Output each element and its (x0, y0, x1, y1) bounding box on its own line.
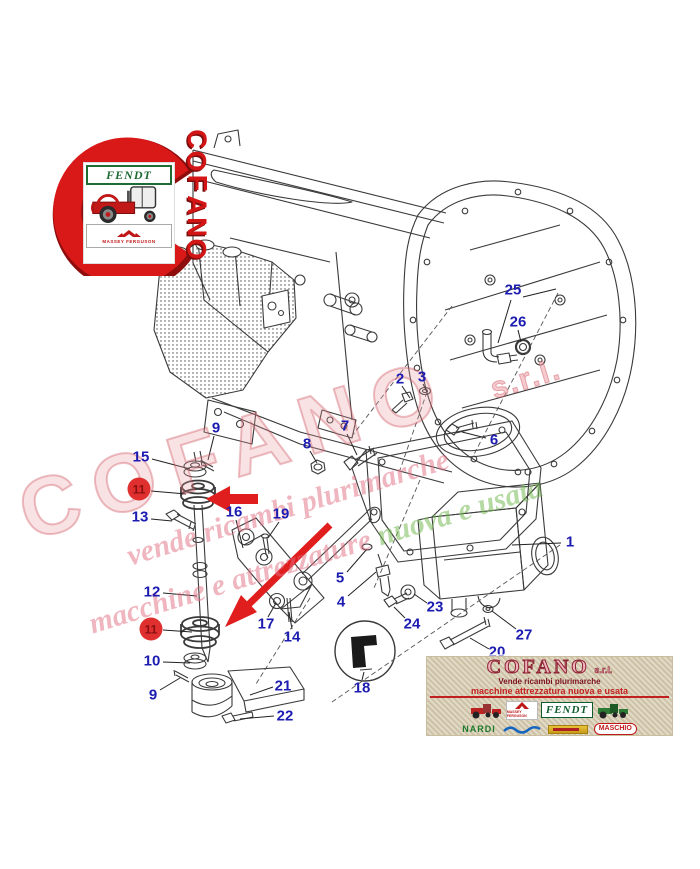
small-parts (165, 328, 532, 724)
banner-maschio-logo: MASCHIO (593, 723, 637, 735)
arrow-to-grommet-bottom-head (225, 595, 257, 627)
gearbox-case (192, 129, 453, 484)
red-arrows (206, 486, 333, 627)
banner-line2: macchine attrezzatura nuova e usata (430, 686, 669, 698)
bell-housing (403, 180, 637, 488)
banner-nardi-logo: NARDI (462, 724, 496, 734)
vertical-letter: F (182, 174, 212, 192)
fendt-logo: FENDT (86, 165, 172, 185)
massey-ferguson-logo: MASSEY FERGUSON (86, 224, 172, 248)
leader-lines (150, 288, 562, 720)
banner-gold-logo (547, 724, 588, 734)
bolt-holes (409, 188, 627, 476)
vertical-letter: N (182, 217, 212, 237)
arrow-to-grommet-top (206, 486, 258, 512)
vertical-letter: A (182, 195, 212, 215)
vertical-letter: O (181, 150, 212, 172)
logo-inner-card: FENDT MASSEY FERGUSON (83, 162, 175, 264)
construction-lines (255, 292, 561, 703)
vertical-letter: C (182, 129, 212, 149)
vertical-letter: O (181, 238, 212, 260)
banner-blue-logo (502, 726, 541, 734)
banner-massey-logo: MASSEY FERGUSON (505, 700, 538, 720)
banner-suffix: s.r.l. (594, 665, 613, 676)
tractor-red-icon (470, 703, 501, 718)
dealer-banner: COFANO s.r.l. Vende ricambi plurimarche … (426, 656, 673, 736)
solenoid-cover-part1 (417, 482, 559, 618)
cover-plate (351, 420, 542, 563)
banner-line1: Vende ricambi plurimarche (498, 677, 601, 686)
banner-fendt-logo: FENDT (540, 702, 594, 718)
banner-title: COFANO (486, 656, 590, 678)
arrow-to-grommet-bottom-shaft (243, 522, 333, 610)
tractor-image (90, 186, 157, 223)
red-c-ring (52, 137, 193, 291)
tractor-green-icon (598, 703, 629, 718)
triple-triangle-icon (117, 229, 141, 237)
hydraulic-valve-block (153, 239, 297, 445)
